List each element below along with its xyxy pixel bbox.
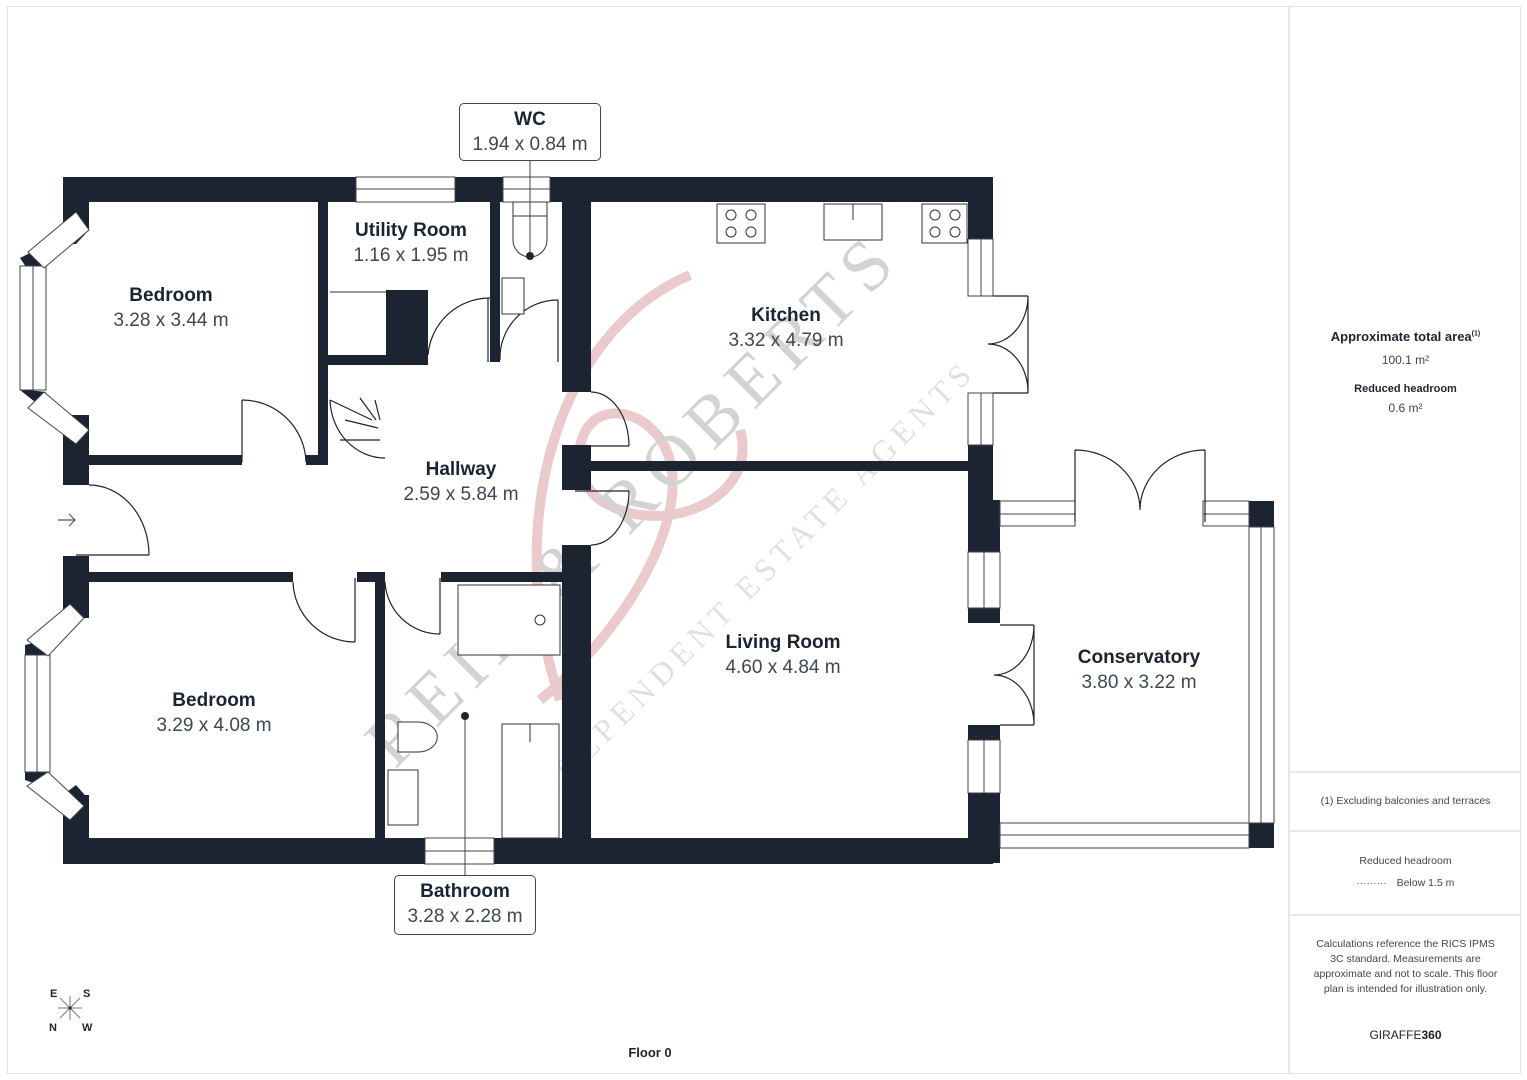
divider [1290,914,1521,916]
room-bedroom-2: Bedroom 3.29 x 4.08 m [156,689,271,739]
room-dims: 3.28 x 2.28 m [407,906,523,927]
footnote: (1) Excluding balconies and terraces [1320,795,1491,807]
room-name: Bedroom [129,285,213,306]
room-name: Bathroom [420,881,510,902]
dotted-line-icon: ········· [1356,878,1387,889]
room-name: Kitchen [751,305,821,326]
compass-rose-icon [58,996,82,1020]
room-bedroom-1: Bedroom 3.28 x 3.44 m [113,284,228,334]
reduced-headroom-value: 0.6 m² [1388,401,1423,415]
headroom-legend: Reduced headroom ········· Below 1.5 m [1290,854,1521,891]
room-name: Hallway [425,459,497,480]
room-kitchen: Kitchen 3.32 x 4.79 m [728,304,843,354]
entrance-arrow-icon [58,513,76,527]
fixtures [330,201,968,839]
legend-row: ········· Below 1.5 m [1290,876,1521,891]
room-utility: Utility Room 1.16 x 1.95 m [353,219,468,269]
room-dims: 3.32 x 4.79 m [728,330,844,351]
reduced-headroom-title: Reduced headroom [1354,383,1457,395]
callout-pointers [461,160,534,876]
compass-south: S [83,988,91,1000]
room-name: Living Room [725,632,841,653]
room-dims: 4.60 x 4.84 m [725,657,841,678]
room-dims: 2.59 x 5.84 m [403,484,519,505]
giraffe360-logo: GIRAFFE360 [1369,1028,1442,1042]
windows [19,176,1275,865]
floor-plan-drawing: REID & ROBERTS INDEPENDENT ESTATE AGENTS [19,160,1275,876]
compass-west: W [82,1022,93,1034]
legend-label: Below 1.5 m [1396,877,1455,889]
room-conservatory: Conservatory 3.80 x 3.22 m [1078,646,1201,696]
compass-east: E [50,988,58,1000]
room-dims: 1.16 x 1.95 m [353,245,469,266]
room-name: Utility Room [355,220,467,241]
room-hallway: Hallway 2.59 x 5.84 m [403,458,518,508]
info-sidebar: Approximate total area(1) 100.1 m² Reduc… [1288,6,1521,1074]
room-wc-callout: WC 1.94 x 0.84 m [459,103,601,161]
disclaimer: Calculations reference the RICS IPMS 3C … [1313,938,1498,995]
divider [1290,830,1521,832]
total-area-block: Approximate total area(1) 100.1 m² Reduc… [1290,329,1521,415]
floor-plan: REID & ROBERTS INDEPENDENT ESTATE AGENTS [19,103,1275,1060]
room-name: Bedroom [172,690,256,711]
divider [1290,771,1521,773]
compass-north: N [49,1022,57,1034]
room-bathroom-callout: Bathroom 3.28 x 2.28 m [394,875,536,935]
legend-title: Reduced headroom [1359,855,1452,867]
room-living: Living Room 4.60 x 4.84 m [725,631,840,681]
doors [76,295,1206,726]
room-dims: 3.80 x 3.22 m [1081,672,1197,693]
watermark: REID & ROBERTS INDEPENDENT ESTATE AGENTS [350,216,982,820]
page-frame [7,6,1521,1074]
compass: E S N W [44,986,104,1036]
room-dims: 3.28 x 3.44 m [113,310,229,331]
total-area-title: Approximate total area(1) [1330,329,1481,344]
room-dims: 1.94 x 0.84 m [472,134,588,155]
room-name: WC [514,109,546,130]
room-dims: 3.29 x 4.08 m [156,715,272,736]
floor-label: Floor 0 [628,1045,672,1060]
total-area-value: 100.1 m² [1381,353,1430,367]
room-name: Conservatory [1077,647,1201,668]
